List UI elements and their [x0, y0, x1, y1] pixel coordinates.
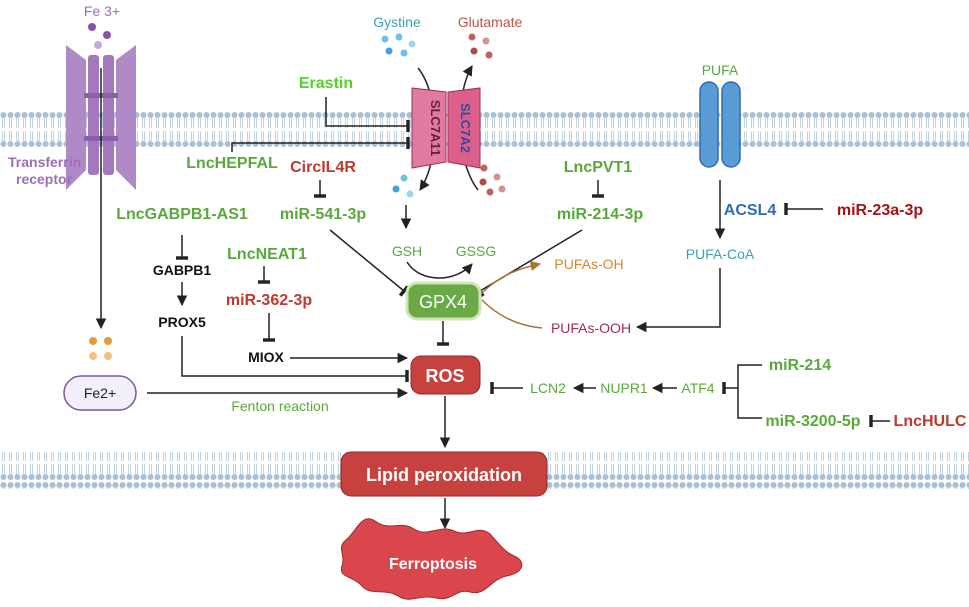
lncpvt1-label: LncPVT1 — [564, 159, 633, 176]
mir214-3p-label: miR-214-3p — [557, 206, 643, 223]
lipid-peroxidation-label: Lipid peroxidation — [366, 465, 522, 485]
transferrin-label-line1: Transferrin — [8, 154, 81, 170]
fe2-box — [63, 375, 137, 411]
slc7a11-protein-icon — [411, 87, 447, 169]
mir23a-label: miR-23a-3p — [837, 202, 923, 219]
gsh-label: GSH — [392, 243, 422, 259]
slc7a2-label: SLC7A2 — [458, 103, 473, 153]
fe2-label: Fe2+ — [84, 385, 116, 401]
pufa-transporter-icon — [699, 81, 741, 168]
fe3-ions-icon — [88, 23, 111, 49]
curve-pufasooh-to-gpx4 — [481, 299, 543, 329]
inhibition-lnchepfal-slc7a11 — [231, 137, 410, 152]
glutamate-molecules-icon — [468, 33, 493, 59]
pufas-ooh-label: PUFAs-OOH — [551, 320, 631, 336]
inhibition-erastin-slc7a11 — [325, 97, 410, 132]
gystine-molecules-icon — [381, 33, 416, 57]
cell-membrane-top — [0, 110, 969, 147]
nupr1-label: NUPR1 — [600, 380, 648, 396]
gystine-label: Gystine — [373, 14, 421, 30]
gpx4-box — [405, 281, 482, 321]
lnchepfal-label: LncHEPFAL — [186, 155, 278, 172]
intracellular-gystine-icon — [392, 174, 414, 198]
slc7a2-protein-icon — [447, 87, 481, 169]
ros-label: ROS — [425, 366, 464, 386]
lncgabpb1-label: LncGABPB1-AS1 — [116, 206, 248, 223]
gabpb1-label: GABPB1 — [153, 262, 212, 278]
prox5-label: PROX5 — [158, 314, 206, 330]
miox-label: MIOX — [248, 349, 284, 365]
slc7a11-label: SLC7A11 — [428, 100, 443, 156]
pufas-oh-label: PUFAs-OH — [554, 256, 623, 272]
inhibition-mir214-atf4 — [722, 364, 762, 394]
arrow-gsh-to-gssg — [406, 261, 473, 279]
inhibition-mir3200-atf4 — [737, 388, 762, 419]
pufacoa-label: PUFA-CoA — [686, 246, 755, 262]
mir3200-label: miR-3200-5p — [765, 413, 860, 430]
gpx4-label: GPX4 — [419, 292, 467, 312]
lcn2-label: LCN2 — [530, 380, 566, 396]
inhibition-mir541-gpx4 — [329, 229, 410, 297]
atf4-label: ATF4 — [681, 380, 714, 396]
mir541-label: miR-541-3p — [280, 206, 366, 223]
fe2-ions-icon — [89, 337, 112, 360]
inhibition-prox5-ros — [181, 336, 409, 382]
ferroptosis-cell-shape — [340, 518, 523, 600]
arrow-pufacoa-to-pufasooh — [635, 268, 721, 333]
fe3-label: Fe 3+ — [84, 3, 120, 19]
acsl4-label: ACSL4 — [724, 202, 777, 219]
circil4r-label: CircIL4R — [290, 159, 356, 176]
gssg-label: GSSG — [456, 243, 496, 259]
fenton-label: Fenton reaction — [231, 398, 328, 414]
ros-box — [410, 355, 481, 395]
ferroptosis-label: Ferroptosis — [389, 556, 477, 573]
lipid-peroxidation-box — [340, 451, 548, 497]
pufa-label: PUFA — [702, 62, 739, 78]
mir362-label: miR-362-3p — [226, 292, 312, 309]
lnchulc-label: LncHULC — [894, 413, 967, 430]
arrow-gpx4-to-pufasoh — [481, 260, 542, 294]
mir214-label: miR-214 — [769, 357, 831, 374]
lncneat1-label: LncNEAT1 — [227, 246, 307, 263]
glutamate-label: Glutamate — [458, 14, 523, 30]
intracellular-glutamate-icon — [479, 164, 506, 196]
erastin-label: Erastin — [299, 75, 353, 92]
transferrin-label-line2: receptor — [16, 171, 73, 187]
